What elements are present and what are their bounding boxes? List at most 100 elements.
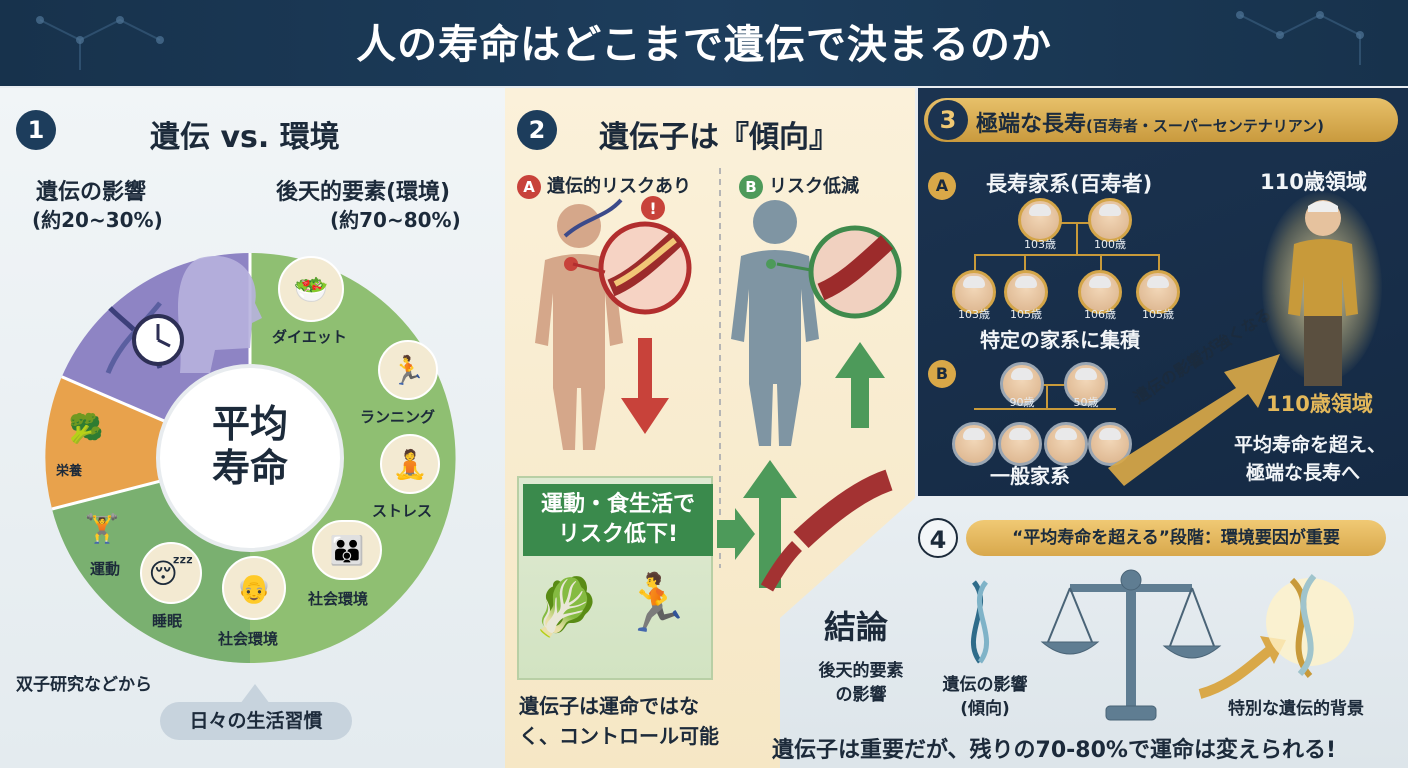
panel-3-number: 3	[928, 100, 968, 140]
lifestyle-banner-line-2: リスク低下!	[557, 522, 679, 547]
header-banner: 人の寿命はどこまで遺伝で決まるのか	[0, 0, 1408, 86]
sleep-label: 睡眠	[152, 612, 183, 630]
up-arrow-icon	[835, 342, 885, 428]
dna-glow-icon	[1289, 574, 1317, 678]
panel-extreme-longevity: 3 極端な長寿(百寿者・スーパーセンテナリアン) A 長寿家系(百寿者) 103…	[918, 88, 1408, 496]
molecule-decoration	[36, 11, 1364, 70]
descendant-face	[1136, 270, 1180, 314]
vegetable-icon: 🥦	[68, 411, 104, 445]
meditation-icon: 🧘	[380, 434, 440, 494]
lifestyle-banner: 運動・食生活で リスク低下!	[523, 484, 713, 556]
age-label: 106歳	[1084, 308, 1116, 321]
age-label: 103歳	[1024, 238, 1056, 251]
zone-top-label: 110歳領域	[1260, 170, 1367, 194]
social-label-2: 社会環境	[218, 630, 279, 648]
family-a-caption: 特定の家系に集積	[980, 328, 1140, 352]
panel-3-title-main: 極端な長寿	[976, 112, 1087, 137]
dumbbell-icon: 🏋	[84, 511, 120, 545]
panel-genetics-vs-environment: 1 遺伝 vs. 環境 遺伝の影響 (約20~30%) 後天的要素(環境) (約…	[0, 88, 505, 768]
genetic-factor-line-1: 遺伝の影響	[942, 675, 1028, 695]
balance-scale-illustration	[970, 569, 1354, 721]
panel-3-title: 極端な長寿(百寿者・スーパーセンテナリアン)	[976, 106, 1324, 138]
ancestor-face	[1064, 362, 1108, 406]
right-arrow-icon	[717, 508, 755, 560]
family-b-badge: B	[928, 360, 956, 388]
pointer-triangle	[240, 684, 270, 704]
center-label-2: 寿命	[211, 446, 288, 490]
footnote: 双子研究などから	[16, 675, 152, 695]
risk-badge: A	[517, 175, 541, 199]
lifestyle-banner-line-1: 運動・食生活で	[540, 492, 695, 517]
exercise-label: 運動	[90, 560, 121, 578]
group-icon: 👪	[312, 520, 382, 580]
panel-1-number: 1	[16, 110, 56, 150]
conclusion-line-2: く、コントロール可能	[519, 724, 719, 748]
center-label-1: 平均	[211, 402, 288, 446]
low-badge: B	[739, 175, 763, 199]
dna-icon	[970, 580, 990, 664]
elder-icon: 👴	[222, 556, 286, 620]
age-label: 105歳	[1010, 308, 1042, 321]
descendant-face	[952, 422, 996, 466]
genetic-label: 遺伝の影響	[36, 180, 147, 205]
env-range: (約70~80%)	[330, 208, 461, 232]
ancestor-face	[1000, 362, 1044, 406]
age-label: 90歳	[1009, 396, 1035, 409]
runner-icon: 🏃	[621, 571, 691, 636]
sleep-icon: 😴	[140, 542, 202, 604]
summary-line-2: 極端な長寿へ	[1246, 462, 1361, 484]
runner-icon: 🏃	[378, 340, 438, 400]
descendant-face	[998, 422, 1042, 466]
page-title: 人の寿命はどこまで遺伝で決まるのか	[356, 22, 1052, 68]
stress-label: ストレス	[372, 502, 433, 520]
artery-segment-icon	[793, 469, 893, 549]
env-label: 後天的要素(環境)	[276, 180, 451, 205]
up-arrow-icon-2	[743, 460, 797, 588]
risk-heading: A 遺伝的リスクあり	[517, 172, 691, 199]
conclusion-line-1: 遺伝子は運命ではな	[519, 694, 699, 718]
special-label: 特別な遺伝的背景	[1228, 699, 1364, 719]
panel-3-header	[924, 98, 1398, 142]
panel-4-title: “平均寿命を超える”段階：環境要因が重要	[966, 520, 1386, 556]
clock-icon	[132, 314, 184, 366]
social-label-1: 社会環境	[308, 590, 369, 608]
glow	[1266, 578, 1354, 666]
env-factor-line-1: 後天的要素	[818, 661, 904, 681]
env-factor-line-2: の影響	[835, 685, 887, 705]
curved-arrow-icon	[1198, 646, 1274, 699]
zone-bottom-label: 110歳領域	[1266, 392, 1373, 416]
body-illustration: !	[535, 168, 902, 592]
panel-2-title: 遺伝子は『傾向』	[599, 120, 839, 155]
wheel-center	[156, 364, 344, 552]
descendant-face	[1044, 422, 1088, 466]
nutrition-label: 栄養	[56, 464, 83, 479]
scale-icon	[1040, 569, 1222, 721]
habit-tag: 日々の生活習慣	[160, 702, 352, 740]
family-b-caption: 一般家系	[990, 464, 1070, 488]
genetic-factor-line-2: (傾向)	[960, 699, 1010, 719]
ancestor-face	[1088, 198, 1132, 242]
descendant-face	[1078, 270, 1122, 314]
alert-icon	[641, 196, 665, 220]
age-label: 105歳	[1142, 308, 1174, 321]
wheel-nutrition-segment	[45, 376, 250, 509]
panel-1-title: 遺伝 vs. 環境	[150, 120, 340, 155]
genetic-range: (約20~30%)	[32, 208, 163, 232]
panel-4-number: 4	[918, 518, 958, 558]
head-icon	[178, 256, 262, 373]
summary-line-1: 平均寿命を超え、	[1234, 434, 1387, 456]
panel-2-number: 2	[517, 110, 557, 150]
family-a-badge: A	[928, 172, 956, 200]
down-arrow-icon	[621, 338, 669, 434]
risk-label: 遺伝的リスクあり	[547, 176, 691, 197]
age-label: 50歳	[1073, 396, 1099, 409]
rising-arrow	[1108, 354, 1280, 486]
elder-man-icon	[1288, 200, 1358, 386]
dna-icon	[563, 198, 623, 238]
ancestor-face	[1018, 198, 1062, 242]
body-low-risk-icon	[731, 200, 819, 446]
age-label: 103歳	[958, 308, 990, 321]
running-label: ランニング	[360, 408, 436, 426]
descendant-face	[1004, 270, 1048, 314]
